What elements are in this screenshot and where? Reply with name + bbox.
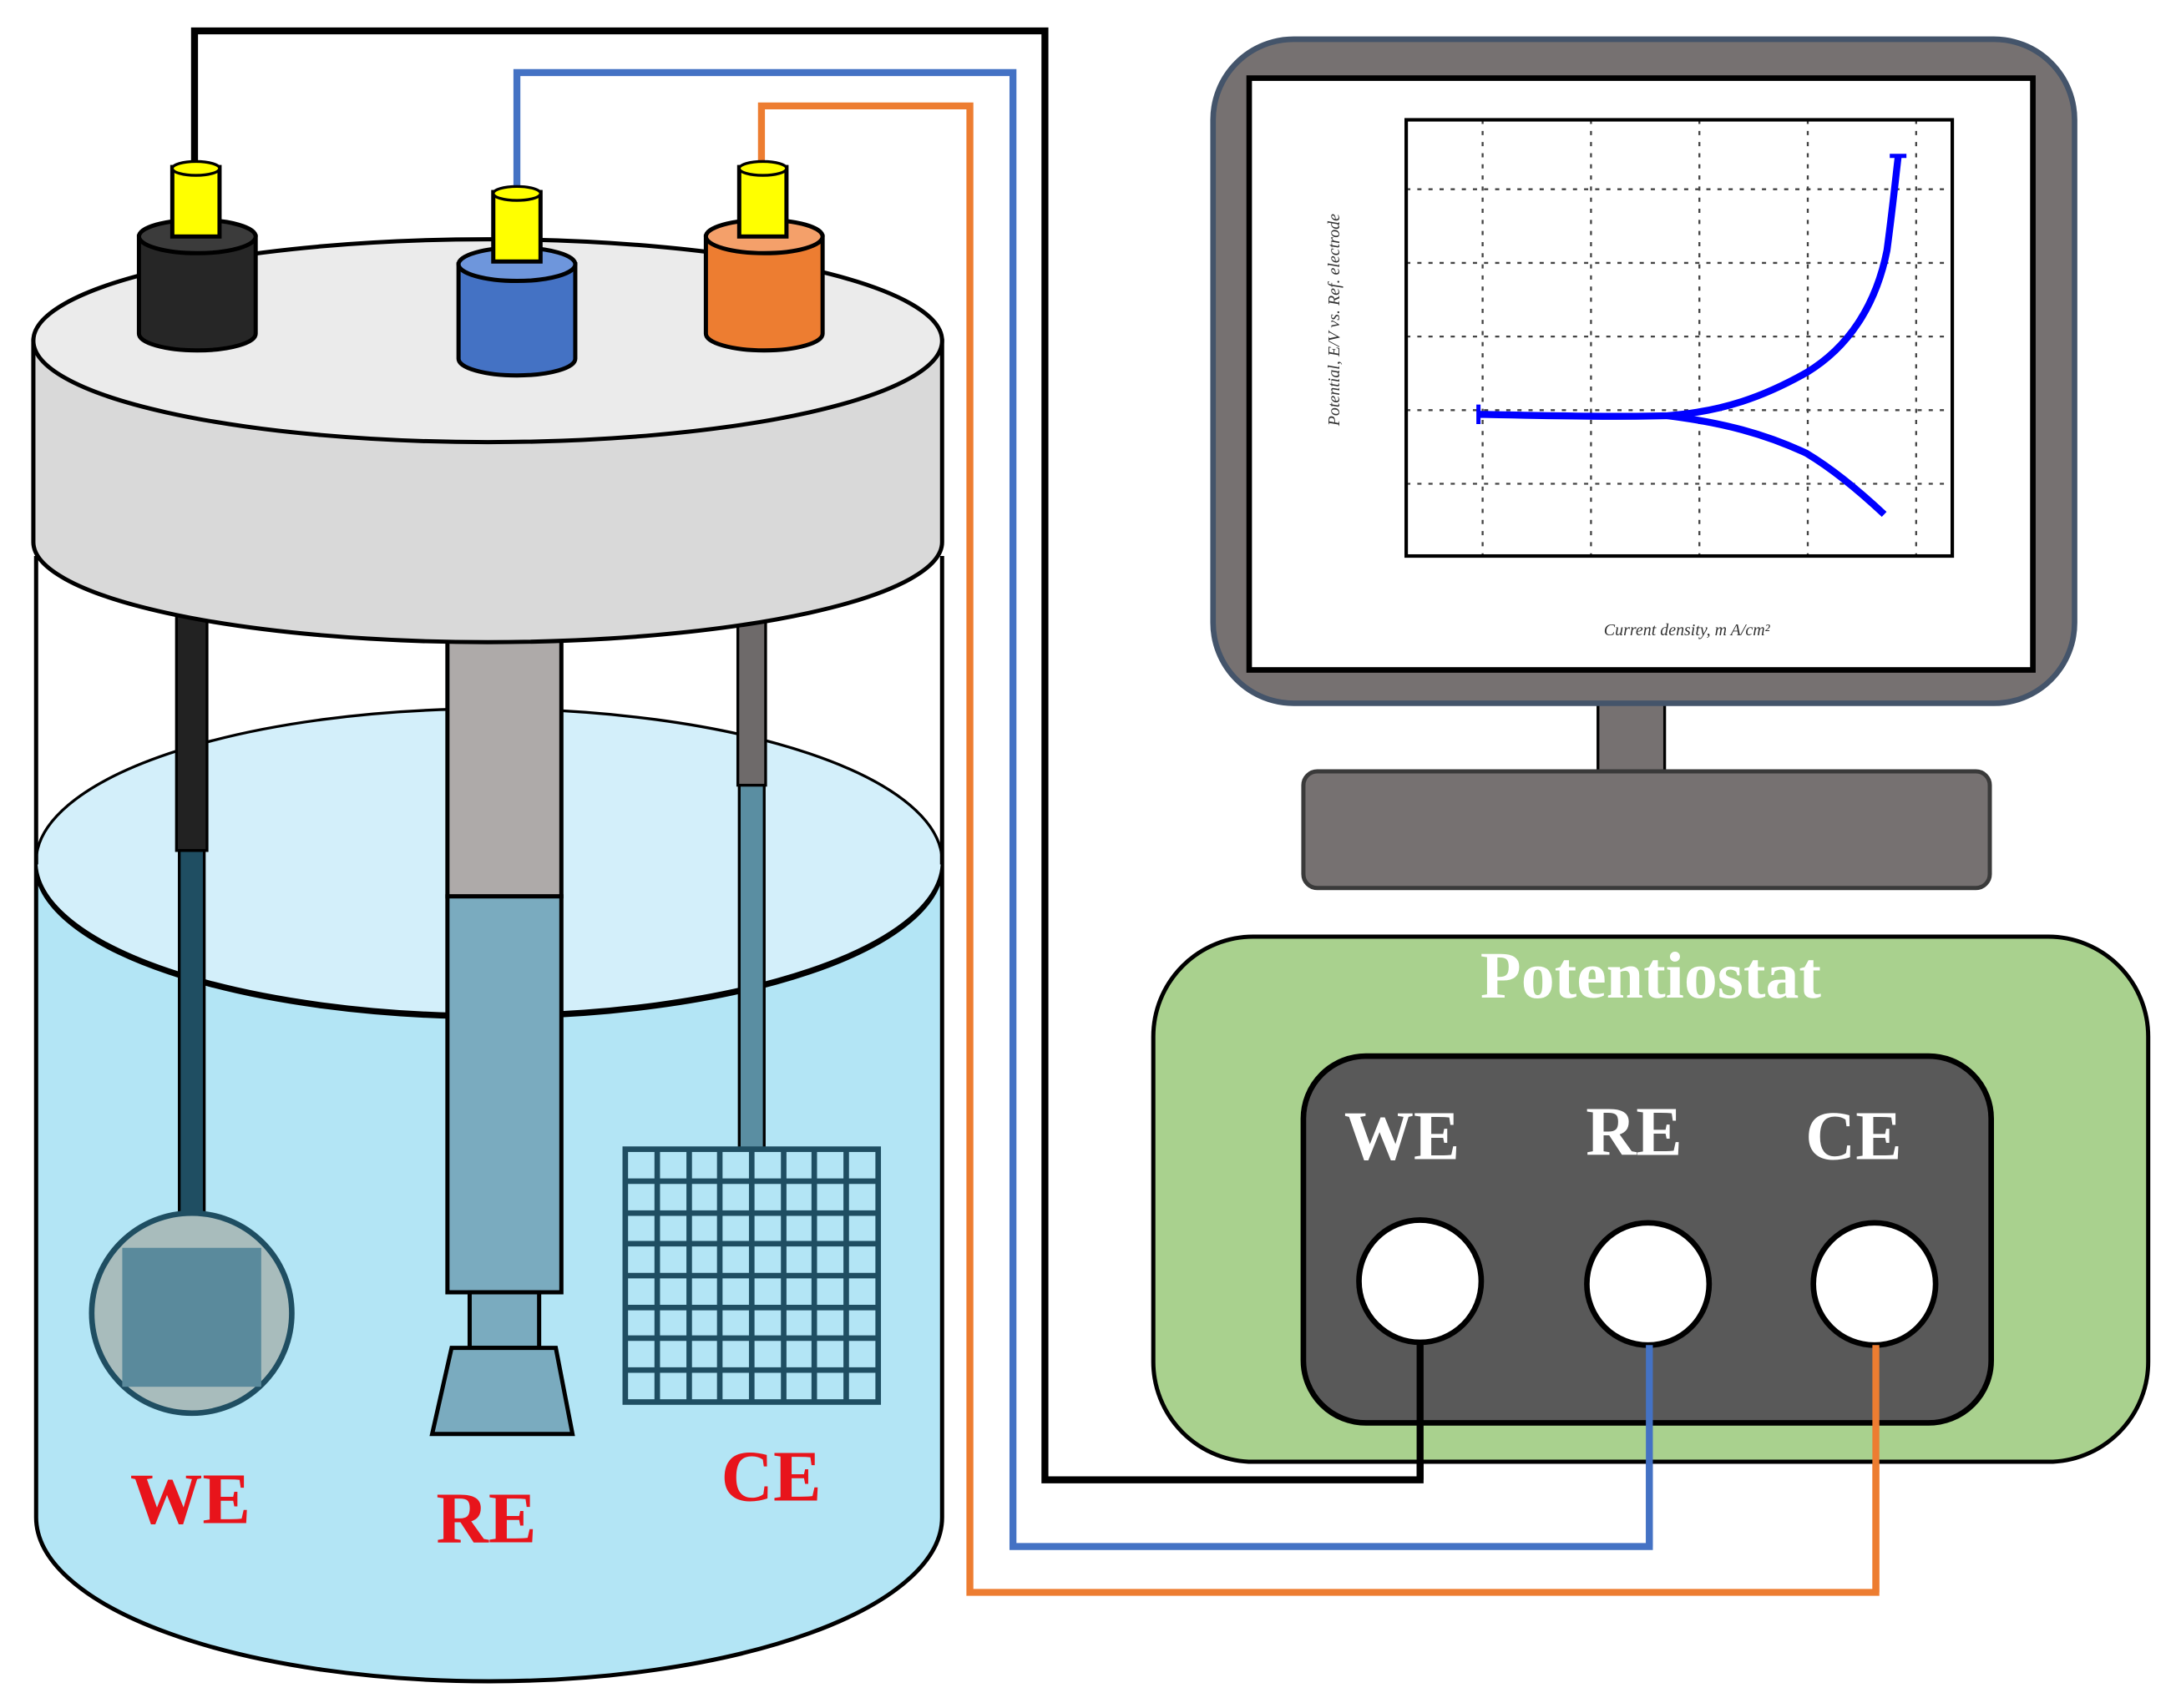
anodic-branch (1478, 156, 1902, 420)
we-rod (175, 609, 209, 852)
re-label: RE (436, 1478, 536, 1559)
ce-connector (703, 159, 825, 353)
re-tube-upper (445, 609, 564, 899)
port-label-ce: CE (1805, 1097, 1902, 1174)
ce-mesh (622, 1146, 882, 1405)
port-label-re: RE (1586, 1093, 1683, 1170)
plot-grid (1406, 119, 1953, 557)
wire-terminals (1416, 1342, 1880, 1593)
port-ce[interactable] (1810, 1220, 1939, 1348)
ce-rod (736, 609, 767, 787)
cathodic-branch (1667, 412, 1887, 518)
we-label: WE (130, 1458, 250, 1539)
plot-ylabel: Potential, E/V vs. Ref. electrode (1325, 214, 1344, 427)
port-we[interactable] (1356, 1217, 1485, 1346)
re-frit (429, 1346, 575, 1437)
re-tube-lower (445, 894, 564, 1295)
polarization-plot: Potential, E/V vs. Ref. electrode Curren… (1325, 118, 1955, 639)
monitor-base (1301, 769, 1992, 891)
we-connector (136, 159, 258, 353)
port-label-we: WE (1344, 1097, 1460, 1174)
port-re[interactable] (1584, 1220, 1713, 1348)
re-connector (456, 184, 578, 378)
monitor-stand-neck (1597, 700, 1667, 780)
monitor: Potential, E/V vs. Ref. electrode Curren… (1210, 36, 2077, 891)
potentiostat: Potentiostat WE RE CE (1151, 934, 2151, 1464)
plot-xlabel: Current density, m A/cm² (1604, 621, 1771, 639)
potentiostat-title: Potentiostat (1480, 939, 1821, 1013)
electrochemical-cell: WE RE CE (31, 159, 944, 1684)
ce-label: CE (721, 1437, 821, 1517)
